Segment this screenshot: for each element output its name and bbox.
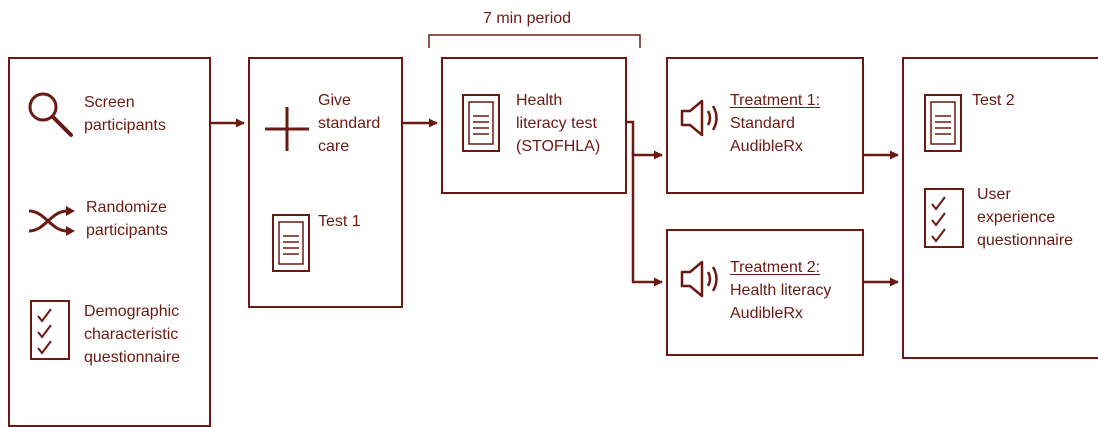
demographic-label-line2: characteristic xyxy=(84,326,179,343)
treatment2-title: Treatment 2: xyxy=(730,259,821,276)
test1-label: Test 1 xyxy=(318,213,361,230)
demographic-label-line1: Demographic xyxy=(84,303,180,320)
period-bracket xyxy=(428,34,641,48)
arrow-literacy-to-treatment2 xyxy=(631,152,663,287)
screening-box xyxy=(8,57,211,427)
shuffle-icon xyxy=(28,206,75,236)
screen-label-line2: participants xyxy=(84,117,166,134)
randomize-label-line1: Randomize xyxy=(86,199,167,216)
ux-questionnaire-label-line2: experience xyxy=(977,209,1056,226)
ux-questionnaire-label-line1: User xyxy=(977,186,1011,203)
standard-care-label-line3: care xyxy=(318,138,350,155)
treatment1-box xyxy=(666,57,864,194)
literacy-test-label-line1: Health xyxy=(516,92,563,109)
literacy-test-box xyxy=(441,57,627,194)
arrow-literacy-to-treatment1 xyxy=(625,120,663,160)
test2-label: Test 2 xyxy=(972,92,1015,109)
document-icon xyxy=(462,94,500,152)
speaker-icon xyxy=(680,260,718,298)
document-icon xyxy=(272,214,310,272)
treatment2-label-line1: Health literacy xyxy=(730,282,832,299)
treatment1-title: Treatment 1: xyxy=(730,92,821,109)
demographic-label-line3: questionnaire xyxy=(84,349,181,366)
literacy-test-label-line2: literacy test xyxy=(516,115,597,132)
plus-icon xyxy=(265,107,309,151)
literacy-test-label-line3: (STOFHLA) xyxy=(516,138,601,155)
standard-care-label-line1: Give xyxy=(318,92,351,109)
treatment2-label-line2: AudibleRx xyxy=(730,305,803,322)
search-icon xyxy=(28,92,73,137)
checklist-icon xyxy=(30,300,70,360)
ux-questionnaire-label-line3: questionnaire xyxy=(977,232,1074,249)
checklist-icon xyxy=(924,188,964,248)
period-label: 7 min period xyxy=(483,10,572,27)
speaker-icon xyxy=(680,99,718,137)
flow-connectors xyxy=(210,34,899,287)
screen-label-line1: Screen xyxy=(84,94,135,111)
document-icon xyxy=(924,94,962,152)
study-flow-diagram: 7 min period Screen participants Randomi… xyxy=(8,10,1098,427)
treatment1-label-line2: AudibleRx xyxy=(730,138,803,155)
treatment1-label-line1: Standard xyxy=(730,115,795,132)
standard-care-label-line2: standard xyxy=(318,115,381,132)
randomize-label-line2: participants xyxy=(86,222,168,239)
